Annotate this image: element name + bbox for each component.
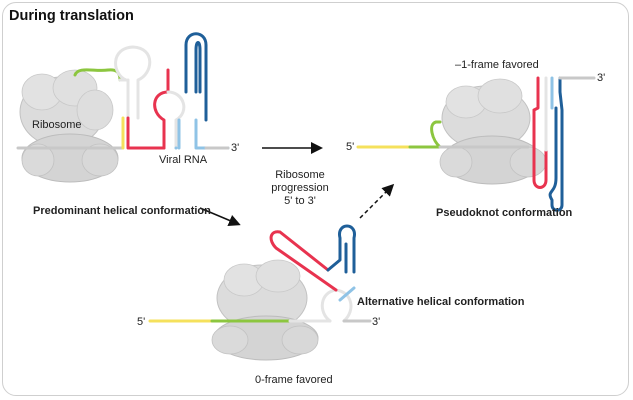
minus1-frame-label: –1-frame favored [455, 59, 539, 71]
alternative-label: Alternative helical conformation [357, 296, 525, 308]
five-prime-label-3: 5' [346, 141, 355, 153]
viral-rna-1 [16, 32, 230, 150]
viral-rna-3 [356, 76, 596, 212]
figure-frame [2, 2, 629, 396]
progression-line-2: progression [271, 182, 329, 194]
zero-frame-label: 0-frame favored [255, 374, 333, 386]
dashed-arrow [359, 183, 395, 219]
five-prime-label-2: 5' [137, 316, 146, 328]
ribosome-1 [19, 69, 119, 183]
arrows [199, 142, 395, 227]
three-prime-label-3: 3' [597, 72, 606, 84]
figure-title: During translation [9, 8, 134, 24]
three-prime-label-1: 3' [231, 142, 240, 154]
three-prime-label-2: 3' [372, 316, 381, 328]
progression-line-3: 5' to 3' [284, 195, 316, 207]
viral-rna-label: Viral RNA [159, 154, 208, 166]
ribosome-2 [211, 259, 319, 361]
pseudoknot-label: Pseudoknot conformation [436, 207, 573, 219]
viral-rna-2 [148, 224, 372, 323]
progression-label: Ribosome progression 5' to 3' [262, 169, 338, 208]
ribosome-3 [439, 78, 547, 185]
ribosome-label: Ribosome [32, 119, 82, 131]
predominant-label: Predominant helical conformation [33, 205, 211, 217]
progression-line-1: Ribosome [275, 169, 325, 181]
down-arrow [199, 207, 241, 227]
